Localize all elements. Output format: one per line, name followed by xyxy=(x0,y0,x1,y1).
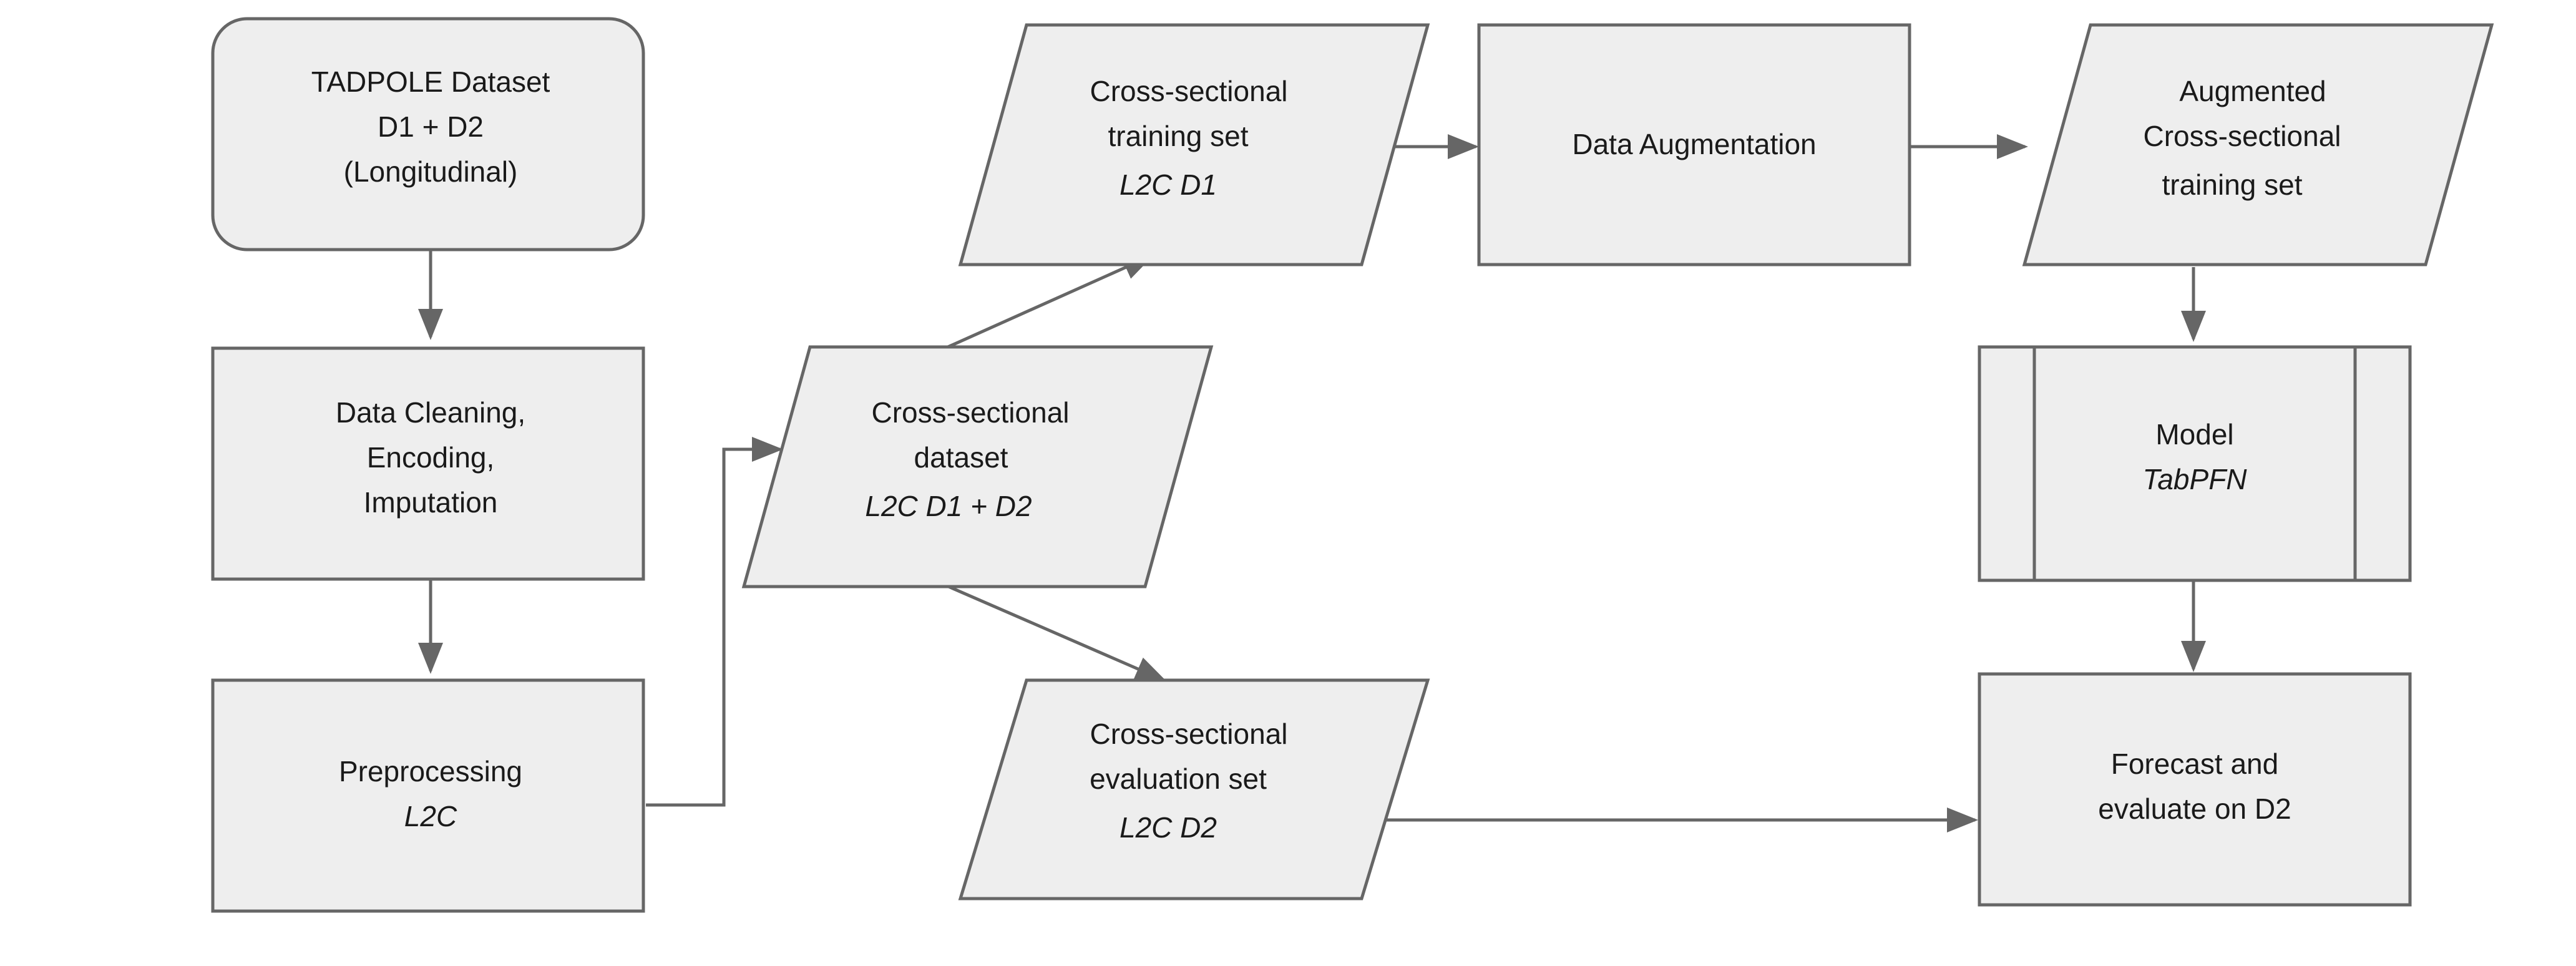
tadpole-dataset-line-2: D1 + D2 xyxy=(378,110,484,143)
node-cross-sectional-training-set[interactable]: Cross-sectional training set L2C D1 xyxy=(958,23,1430,266)
node-data-augmentation[interactable]: Data Augmentation xyxy=(1477,23,1911,266)
node-preprocessing[interactable]: Preprocessing L2C xyxy=(211,678,645,913)
augmented-training-set-line-3: training set xyxy=(2162,168,2302,201)
cross-sectional-training-set-line-3: L2C D1 xyxy=(1120,168,1217,201)
cross-sectional-dataset-line-1: Cross-sectional xyxy=(872,396,1070,429)
data-augmentation-shape xyxy=(1477,23,1911,266)
data-cleaning-shape xyxy=(211,346,645,581)
cross-sectional-training-set-line-2: training set xyxy=(1108,120,1248,152)
model-shape xyxy=(1978,345,2412,582)
cross-sectional-dataset-line-3: L2C D1 + D2 xyxy=(865,490,1032,522)
preprocessing-line-2: L2C xyxy=(404,800,457,832)
edge-preprocessing-to-dataset xyxy=(646,437,783,807)
node-tadpole-dataset[interactable]: TADPOLE Dataset D1 + D2 (Longitudinal) xyxy=(211,17,645,251)
node-cross-sectional-dataset[interactable]: Cross-sectional dataset L2C D1 + D2 xyxy=(741,345,1214,588)
data-cleaning-line-1: Data Cleaning, xyxy=(336,396,525,429)
cross-sectional-dataset-shape xyxy=(741,345,1214,588)
cross-sectional-dataset-line-2: dataset xyxy=(914,441,1008,474)
edge-dataset-to-training-set xyxy=(941,254,1154,351)
augmented-training-set-line-2: Cross-sectional xyxy=(2144,120,2341,152)
data-augmentation-label: Data Augmentation xyxy=(1572,128,1816,160)
cross-sectional-evaluation-set-line-3: L2C D2 xyxy=(1120,811,1217,844)
node-augmented-training-set[interactable]: Augmented Cross-sectional training set xyxy=(2022,23,2494,266)
forecast-evaluate-shape xyxy=(1978,672,2412,907)
node-forecast-evaluate[interactable]: Forecast and evaluate on D2 xyxy=(1978,672,2412,907)
model-line-1: Model xyxy=(2155,418,2233,451)
data-cleaning-line-2: Encoding, xyxy=(367,441,495,474)
tadpole-dataset-shape xyxy=(211,17,645,251)
preprocessing-shape xyxy=(211,678,645,913)
forecast-evaluate-line-2: evaluate on D2 xyxy=(2098,793,2291,825)
cross-sectional-training-set-shape xyxy=(958,23,1430,266)
model-line-2: TabPFN xyxy=(2142,463,2247,495)
tadpole-dataset-line-3: (Longitudinal) xyxy=(344,155,518,188)
forecast-evaluate-line-1: Forecast and xyxy=(2111,748,2278,780)
cross-sectional-evaluation-set-line-2: evaluation set xyxy=(1090,763,1267,795)
cross-sectional-training-set-line-1: Cross-sectional xyxy=(1090,75,1288,107)
augmented-training-set-line-1: Augmented xyxy=(2179,75,2326,107)
tadpole-dataset-line-1: TADPOLE Dataset xyxy=(311,66,550,98)
node-model[interactable]: Model TabPFN xyxy=(1978,345,2412,582)
augmented-training-set-shape xyxy=(2022,23,2494,266)
preprocessing-line-1: Preprocessing xyxy=(339,755,522,788)
edge-dataset-to-evaluation-set xyxy=(948,585,1167,682)
cross-sectional-evaluation-set-shape xyxy=(958,678,1430,900)
data-cleaning-line-3: Imputation xyxy=(364,486,498,519)
node-cross-sectional-evaluation-set[interactable]: Cross-sectional evaluation set L2C D2 xyxy=(958,678,1430,900)
node-data-cleaning[interactable]: Data Cleaning, Encoding, Imputation xyxy=(211,346,645,581)
cross-sectional-evaluation-set-line-1: Cross-sectional xyxy=(1090,718,1288,750)
